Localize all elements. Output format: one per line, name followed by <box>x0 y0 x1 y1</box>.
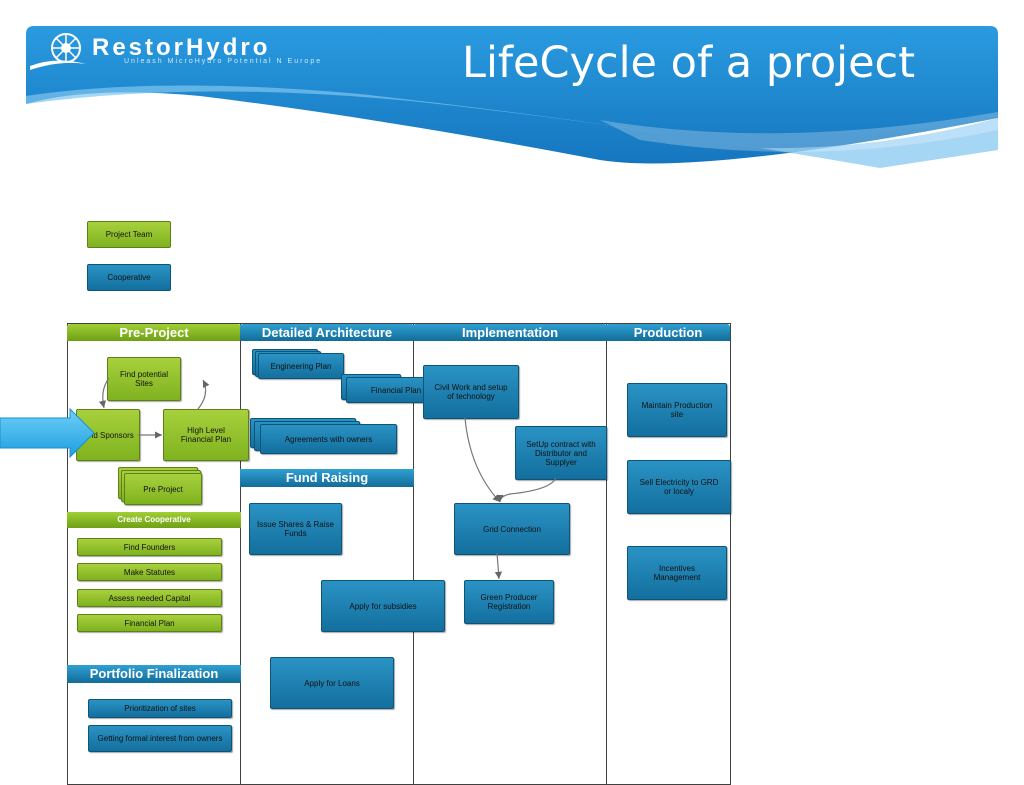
node-find-sponsors: Find Sponsors <box>76 409 140 461</box>
node-high-level-financial-plan: High Level Financial Plan <box>163 409 249 461</box>
node-engineering-plan: Engineering Plan <box>258 353 344 379</box>
section-portfolio-finalization: Portfolio Finalization <box>67 665 241 683</box>
logo-wheel-icon <box>30 33 86 70</box>
logo-tagline: Unleash MicroHydro Potential N Europe <box>124 58 323 65</box>
node-apply-for-subsidies: Apply for subsidies <box>321 580 445 632</box>
node-grid-connection: Grid Connection <box>454 503 570 555</box>
node-find-founders: Find Founders <box>77 538 222 556</box>
node-green-producer-registration: Green Producer Registration <box>464 580 554 624</box>
node-setup-contract: SetUp contract with Distributor and Supp… <box>515 426 607 480</box>
lane-header-pre-project: Pre-Project <box>67 324 241 341</box>
node-getting-formal-interest: Getting formal interest from owners <box>88 725 232 752</box>
lane-header-production: Production <box>606 324 730 341</box>
section-create-cooperative: Create Cooperative <box>67 512 241 528</box>
node-agreements-with-owners: Agreements with owners <box>260 424 397 454</box>
node-apply-for-loans: Apply for Loans <box>270 657 394 709</box>
legend-cooperative: Cooperative <box>87 264 171 291</box>
lane-header-detailed-architecture: Detailed Architecture <box>240 324 414 341</box>
node-prioritization-of-sites: Prioritization of sites <box>88 699 232 718</box>
legend-project-team: Project Team <box>87 221 171 248</box>
page-title: LifeCycle of a project <box>462 38 916 88</box>
logo-text: RestorHydro <box>92 34 271 61</box>
node-find-potential-sites: Find potential Sites <box>107 357 181 401</box>
node-civil-work: Civil Work and setup of technology <box>423 365 519 419</box>
node-pre-project: Pre Project <box>124 473 202 505</box>
node-make-statutes: Make Statutes <box>77 563 222 581</box>
node-issue-shares: Issue Shares & Raise Funds <box>249 503 342 555</box>
header-banner <box>26 26 998 168</box>
node-sell-electricity: Sell Electricity to GRD or localy <box>627 460 731 514</box>
lane-header-implementation: Implementation <box>413 324 607 341</box>
node-assess-needed-capital: Assess needed Capital <box>77 589 222 607</box>
node-incentives-management: Incentives Management <box>627 546 727 600</box>
node-financial-plan: Financial Plan <box>77 614 222 632</box>
node-maintain-production-site: Maintain Production site <box>627 383 727 437</box>
section-fund-raising: Fund Raising <box>240 469 414 487</box>
node-financial-plan-arch: Financial Plan <box>346 377 432 403</box>
